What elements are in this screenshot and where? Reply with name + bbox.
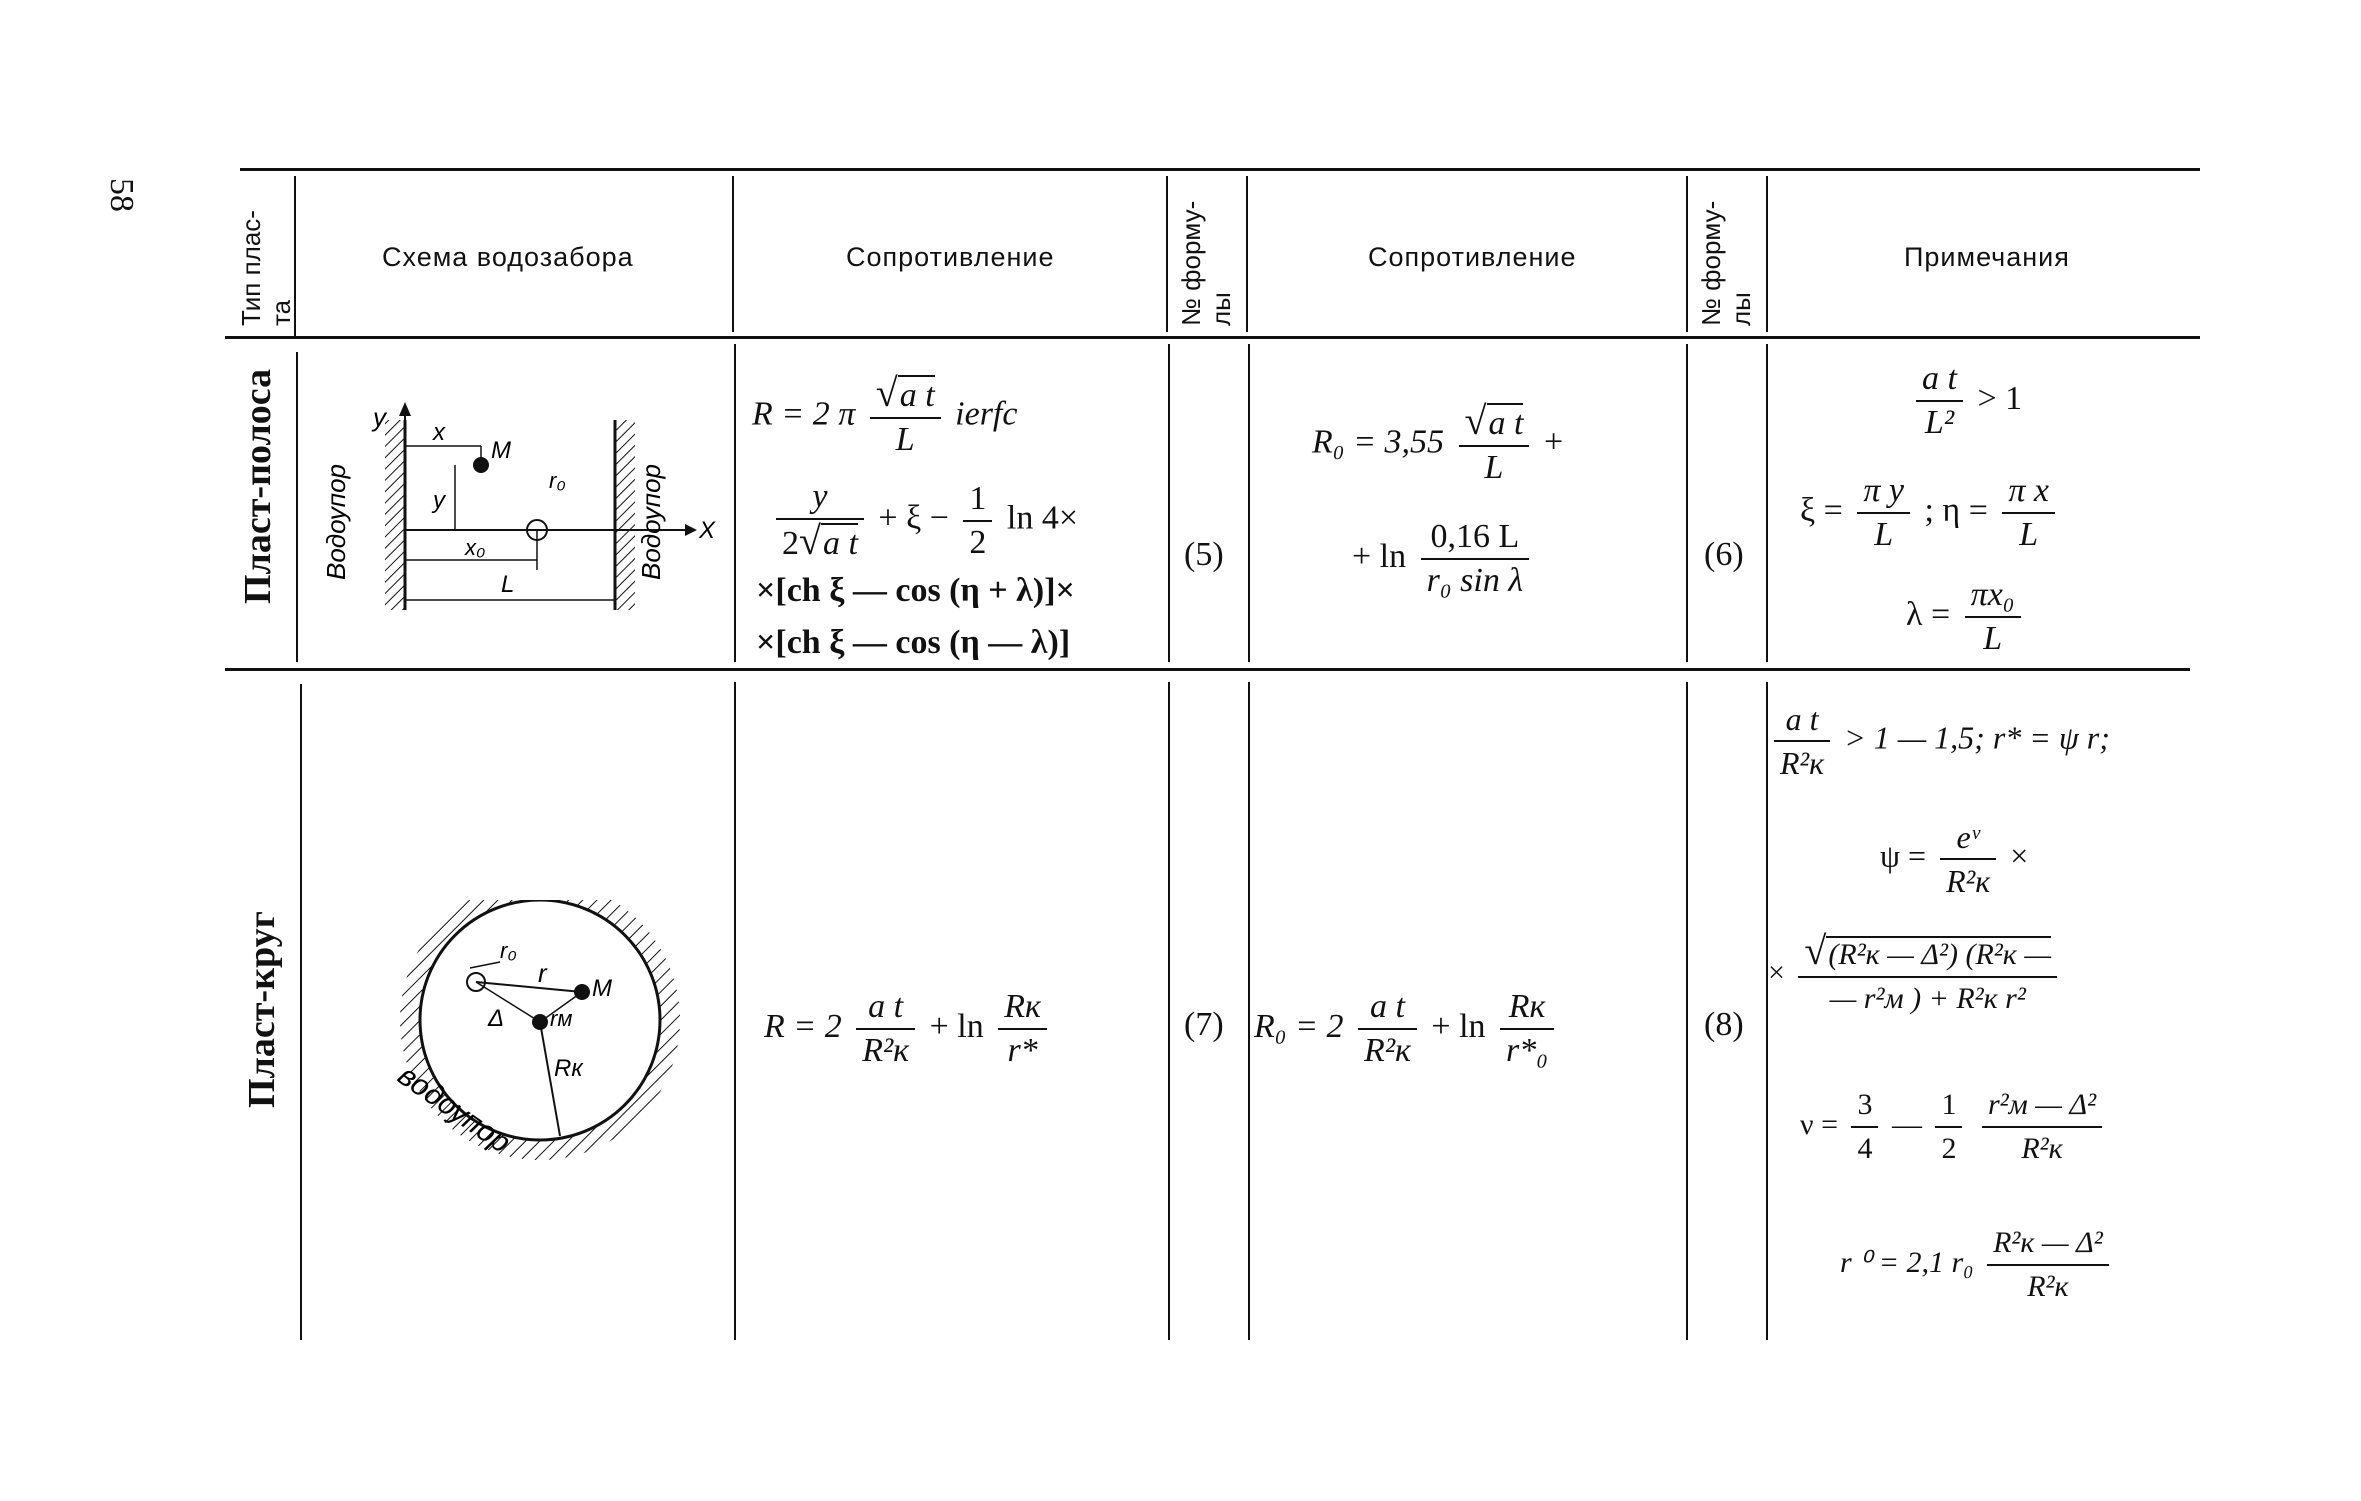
col-divider	[732, 176, 734, 332]
label-x0: x₀	[464, 535, 485, 560]
label-m: M	[491, 437, 511, 464]
label-rk: Rк	[554, 1055, 584, 1082]
formula-number-8: (8)	[1704, 1006, 1744, 1043]
right-wall-hatch	[615, 420, 635, 610]
col-divider	[1168, 682, 1170, 1340]
col-divider	[1248, 682, 1250, 1340]
label-r: r	[538, 958, 548, 988]
col-divider	[1248, 344, 1250, 662]
header-resistance-1: Сопротивление	[846, 242, 1055, 272]
page-number: 58	[103, 178, 140, 212]
circle-scheme-diagram: r₀ r M Δ rм Rк водоупор	[392, 900, 680, 1160]
col-divider	[1686, 344, 1688, 662]
col-divider	[294, 176, 296, 336]
col-divider	[1166, 176, 1168, 332]
col-divider	[1168, 344, 1170, 662]
header-formula-no-2: № форму- лы	[1696, 200, 1756, 326]
header-bottom-rule	[225, 336, 2200, 339]
label-r0: r₀	[549, 468, 566, 493]
col-divider	[1686, 682, 1688, 1340]
row-label-circle: Пласт-круг	[241, 911, 283, 1108]
col-divider	[1686, 176, 1688, 332]
header-formula-no-1: № форму- лы	[1176, 200, 1236, 326]
formula-number-5: (5)	[1184, 536, 1224, 573]
label-rm: rм	[550, 1006, 572, 1031]
col-divider	[1766, 344, 1768, 662]
label-r0-circle: r₀	[500, 938, 517, 963]
table-top-rule	[240, 168, 2200, 171]
label-m-circle: M	[592, 975, 612, 1002]
formula-number-7: (7)	[1184, 1006, 1224, 1043]
label-l: L	[501, 571, 514, 598]
header-notes: Примечания	[1904, 242, 2070, 272]
label-y-inner: y	[431, 487, 447, 514]
label-left-wall: Водоупор	[321, 464, 351, 580]
col-divider	[1766, 682, 1768, 1340]
strip-scheme-diagram: y x M r₀ y x₀ L X Водоупор Водоупор	[321, 402, 716, 610]
col-divider	[296, 352, 298, 662]
label-delta: Δ	[487, 1005, 504, 1032]
label-axis-x: X	[698, 517, 716, 544]
label-x: x	[432, 419, 446, 446]
label-right-wall: Водоупор	[636, 464, 666, 580]
header-scheme: Схема водозабора	[382, 242, 634, 272]
col-divider	[300, 684, 302, 1340]
header-resistance-2: Сопротивление	[1368, 242, 1577, 272]
col-divider	[734, 682, 736, 1340]
col-divider	[1246, 176, 1248, 332]
col-divider	[734, 344, 736, 662]
formula-5-line4: ×[ch ξ — cos (η — λ)]	[756, 624, 1071, 661]
left-wall-hatch	[385, 420, 405, 610]
header-layer-type: Тип плас- та	[236, 210, 296, 326]
col-divider	[1766, 176, 1768, 332]
row-divider	[225, 668, 2190, 671]
row-label-strip: Пласт-полоса	[237, 368, 279, 604]
note-2-sqrt-term: × √(R²к — Δ²) (R²к —— r²м ) + R²к r²	[1768, 930, 2063, 1020]
label-y: y	[371, 402, 388, 432]
formula-number-6: (6)	[1704, 536, 1744, 573]
formula-5-line3: ×[ch ξ — cos (η + λ)]×	[756, 572, 1075, 609]
